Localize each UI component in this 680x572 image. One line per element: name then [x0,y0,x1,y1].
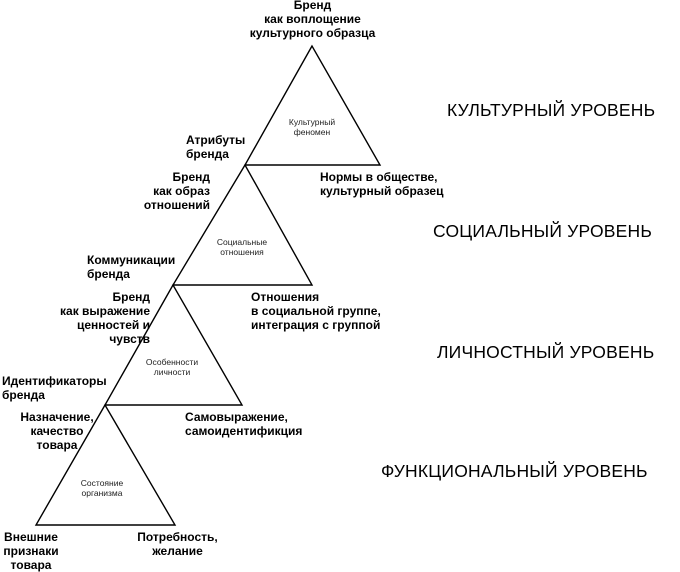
functional-left-label: Внешние признаки товара [3,530,59,572]
functional-right-label: Потребность, желание [137,530,218,558]
functional-inner-label: Состояние организма [80,478,124,498]
social-top-label: Бренд как образ отношений [143,170,210,212]
cultural-triangle [243,44,382,166]
personal-top-label: Бренд как выражение ценностей и чувств [60,290,150,346]
social-inner-label: Социальные отношения [216,237,268,257]
social-level-heading: СОЦИАЛЬНЫЙ УРОВЕНЬ [433,221,653,241]
cultural-level-heading: КУЛЬТУРНЫЙ УРОВЕНЬ [447,100,656,120]
personal-triangle [103,283,244,406]
functional-triangle [34,403,177,526]
social-triangle [171,163,314,286]
cultural-left-label: Атрибуты бренда [186,133,246,161]
personal-right-label: Самовыражение, самоидентификция [185,410,303,438]
functional-level-heading: ФУНКЦИОНАЛЬНЫЙ УРОВЕНЬ [381,461,648,481]
functional-top-label: Назначение, качество товара [20,410,94,452]
social-right-label: Отношения в социальной группе, интеграци… [251,290,381,332]
personal-level-heading: ЛИЧНОСТНЫЙ УРОВЕНЬ [437,342,655,362]
social-left-label: Коммуникации бренда [87,253,176,281]
personal-inner-label: Особенности личности [145,357,199,377]
cultural-inner-label: Культурный феномен [288,117,336,137]
cultural-right-label: Нормы в обществе, культурный образец [320,170,444,198]
personal-left-label: Идентификаторы бренда [2,374,107,402]
cultural-top-label: Бренд как воплощение культурного образца [249,0,376,40]
